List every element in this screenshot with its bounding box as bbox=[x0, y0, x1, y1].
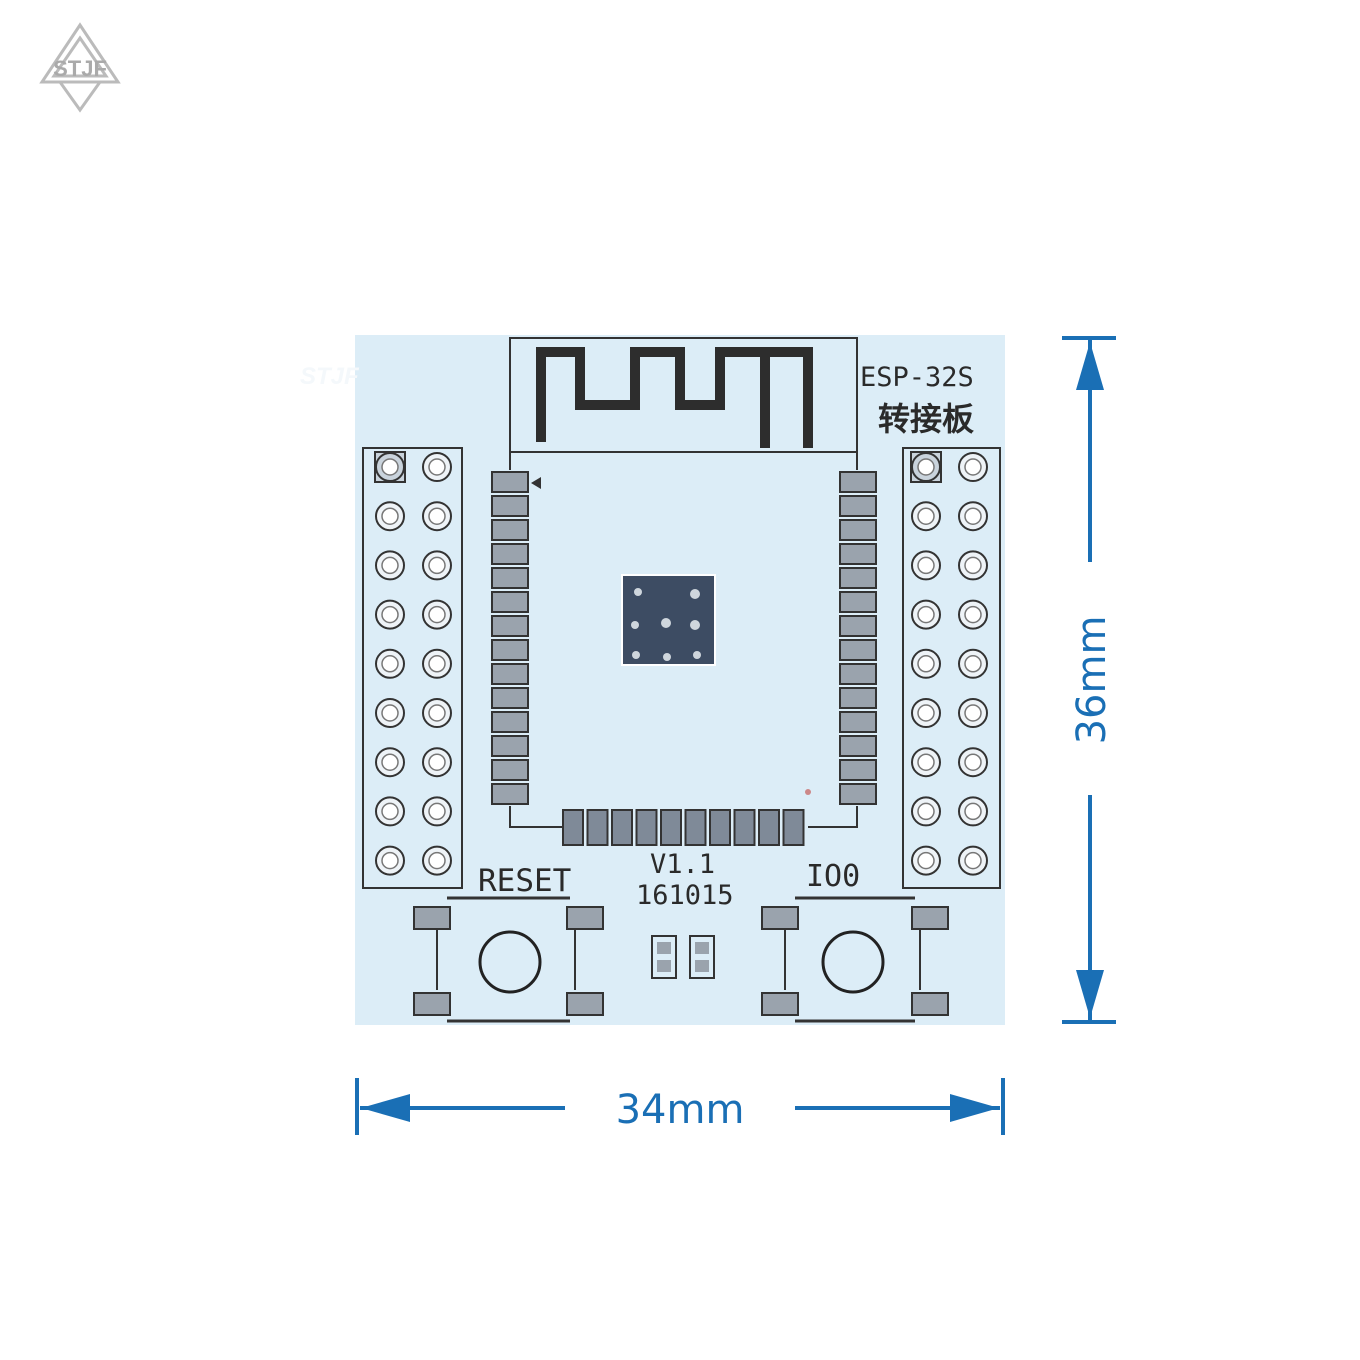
arrow-up-icon bbox=[1076, 342, 1104, 390]
date-code-label: 161015 bbox=[636, 880, 734, 911]
smd-pads-center bbox=[651, 935, 715, 979]
module-pad-left bbox=[491, 567, 529, 589]
board-subtitle: 转接板 bbox=[878, 400, 974, 438]
module-pad-right bbox=[839, 543, 877, 565]
module-pad-bottom bbox=[611, 809, 633, 846]
module-pad-right bbox=[839, 639, 877, 661]
module-pad-right bbox=[839, 519, 877, 541]
module-pad-left bbox=[491, 543, 529, 565]
button-pad bbox=[761, 906, 799, 930]
module-pad-left bbox=[491, 663, 529, 685]
module-pad-left bbox=[491, 687, 529, 709]
module-pad-left bbox=[491, 783, 529, 805]
module-pad-left bbox=[491, 471, 529, 493]
version-label: V1.1 bbox=[650, 849, 715, 880]
stjf-logo: STJF bbox=[39, 22, 121, 113]
height-dimension bbox=[1062, 336, 1116, 1024]
module-pad-right bbox=[839, 615, 877, 637]
width-dimension bbox=[355, 1078, 1005, 1135]
module-pad-bottom bbox=[660, 809, 682, 846]
reset-button bbox=[413, 896, 604, 1023]
module-pad-left bbox=[491, 759, 529, 781]
module-pad-right bbox=[839, 783, 877, 805]
module-pad-left bbox=[491, 711, 529, 733]
antenna-outline bbox=[509, 337, 858, 470]
button-pad bbox=[911, 992, 949, 1016]
module-pad-left bbox=[491, 519, 529, 541]
module-pad-right bbox=[839, 495, 877, 517]
module-pad-bottom bbox=[635, 809, 658, 846]
module-outline bbox=[509, 806, 858, 828]
module-pad-bottom bbox=[586, 809, 609, 846]
button-actuator bbox=[478, 930, 542, 994]
button-pad bbox=[413, 992, 451, 1016]
module-pad-bottom bbox=[709, 809, 731, 846]
pin1-marker bbox=[531, 477, 541, 489]
module-pad-right bbox=[839, 711, 877, 733]
header-pin bbox=[911, 452, 941, 482]
width-label: 34mm bbox=[616, 1087, 745, 1133]
button-actuator bbox=[821, 930, 885, 994]
module-pad-right bbox=[839, 471, 877, 493]
module-pad-left bbox=[491, 495, 529, 517]
button-pad bbox=[566, 906, 604, 930]
module-pad-left bbox=[491, 615, 529, 637]
logo-text: STJF bbox=[53, 56, 107, 81]
button-pad bbox=[413, 906, 451, 930]
module-pad-right bbox=[839, 591, 877, 613]
arrow-left-icon bbox=[361, 1094, 410, 1122]
watermark-text: STJF bbox=[300, 363, 360, 390]
board-title: ESP-32S bbox=[860, 362, 974, 393]
module-pad-bottom bbox=[684, 809, 707, 846]
left-header-outline bbox=[362, 447, 463, 889]
module-pad-bottom bbox=[562, 809, 584, 846]
io0-label: IO0 bbox=[806, 859, 860, 894]
module-pad-left bbox=[491, 591, 529, 613]
button-pad bbox=[761, 992, 799, 1016]
module-pad-left bbox=[491, 639, 529, 661]
module-pad-left bbox=[491, 735, 529, 757]
header-holes bbox=[374, 451, 988, 876]
module-pad-right bbox=[839, 567, 877, 589]
module-pad-right bbox=[839, 687, 877, 709]
module-pad-bottom bbox=[782, 809, 805, 846]
module-pad-right bbox=[839, 663, 877, 685]
reset-label: RESET bbox=[478, 863, 571, 899]
module-pads bbox=[491, 471, 877, 846]
module-pad-right bbox=[839, 759, 877, 781]
module-pad-right bbox=[839, 735, 877, 757]
right-header-outline bbox=[902, 447, 1001, 889]
module-pad-bottom bbox=[733, 809, 756, 846]
arrow-down-icon bbox=[1076, 970, 1104, 1018]
button-pad bbox=[911, 906, 949, 930]
pcb-board bbox=[355, 335, 1005, 1025]
arrow-right-icon bbox=[950, 1094, 999, 1122]
height-label: 36mm bbox=[1069, 616, 1115, 745]
module-pad-bottom bbox=[758, 809, 780, 846]
antenna-trace bbox=[536, 347, 813, 448]
header-pin bbox=[375, 452, 405, 482]
button-pad bbox=[566, 992, 604, 1016]
io0-button bbox=[761, 896, 949, 1023]
